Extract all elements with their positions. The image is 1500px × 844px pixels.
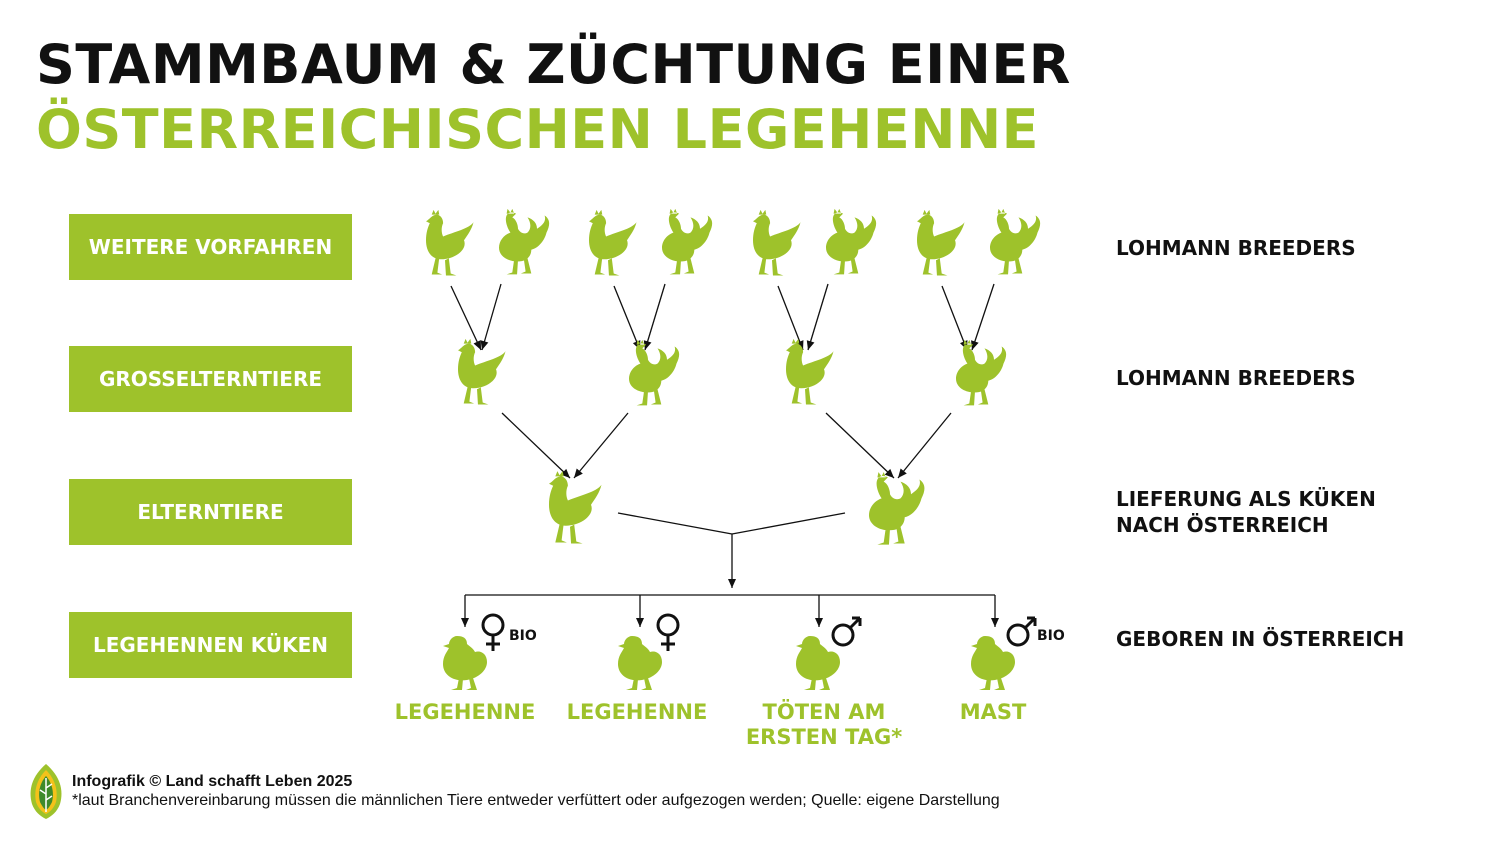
chick-outcome-legehenne: LEGEHENNE xyxy=(566,700,708,724)
ancestor-rooster-icon xyxy=(990,208,1041,275)
arrow-ancestors-to-grandparents xyxy=(777,285,804,351)
arrow-parents-to-offspring-arrowhead xyxy=(728,579,736,588)
logo-leaf-icon xyxy=(30,764,62,819)
bio-badge: BIO xyxy=(509,628,537,644)
grandparent-rooster-icon xyxy=(629,339,680,406)
arrow-ancestors-to-grandparents xyxy=(941,285,968,351)
arrow-ancestors-to-grandparents xyxy=(644,283,666,351)
arrow-grandparent-to-parent xyxy=(825,412,895,479)
arrow-ancestors-to-grandparents-arrowhead xyxy=(806,340,815,350)
grandparent-rooster-icon xyxy=(956,339,1007,406)
pedigree-edges xyxy=(450,283,999,627)
footer-credit: Infografik © Land schafft Leben 2025 xyxy=(72,773,353,790)
male-symbol-icon xyxy=(1006,616,1037,647)
right-label-vorfahren: LOHMANN BREEDERS xyxy=(1116,236,1356,260)
ancestor-hen-icon xyxy=(426,209,474,276)
arrow-ancestors-to-grandparents xyxy=(807,283,829,351)
right-label-grosseltern: LOHMANN BREEDERS xyxy=(1116,366,1356,390)
title-line-2: ÖSTERREICHISCHEN LEGEHENNE xyxy=(36,98,1040,161)
female-symbol-icon xyxy=(656,613,680,653)
arrow-ancestors-to-grandparents xyxy=(450,285,482,351)
chick-icon xyxy=(796,636,840,690)
grandparent-hen-icon xyxy=(786,338,834,405)
arrow-to-chick-arrowhead xyxy=(815,618,823,627)
female-symbol-icon xyxy=(481,613,505,653)
arrow-grandparent-to-parent xyxy=(501,412,571,479)
arrow-to-chick-arrowhead xyxy=(636,618,644,627)
level-label-weitere-vorfahren: WEITERE VORFAHREN xyxy=(69,214,352,280)
level-label-grosselterntiere: GROSSELTERNTIERE xyxy=(69,346,352,412)
ancestor-rooster-icon xyxy=(499,208,550,275)
right-label-eltern: LIEFERUNG ALS KÜKEN NACH ÖSTERREICH xyxy=(1116,486,1376,538)
pedigree-birds: BIO BIO xyxy=(426,208,1065,690)
arrow-grandparent-to-parent-arrowhead xyxy=(898,468,907,478)
parent-hen-icon xyxy=(549,471,602,544)
arrow-grandparent-to-parent xyxy=(897,412,952,479)
arrow-ancestors-to-grandparents xyxy=(971,283,995,351)
chick-icon xyxy=(443,636,487,690)
chick-outcome-legehenne-bio: LEGEHENNE xyxy=(394,700,536,724)
chick-icon xyxy=(618,636,662,690)
arrow-ancestors-to-grandparents-arrowhead xyxy=(643,340,652,350)
bio-badge: BIO xyxy=(1037,628,1065,644)
ancestor-rooster-icon xyxy=(826,208,877,275)
arrow-ancestors-to-grandparents xyxy=(613,285,641,351)
ancestor-hen-icon xyxy=(917,209,965,276)
chick-outcome-mast: MAST xyxy=(959,700,1027,724)
arrow-grandparent-to-parent xyxy=(573,412,629,479)
arrow-grandparent-to-parent-arrowhead xyxy=(560,468,570,478)
arrow-ancestors-to-grandparents xyxy=(481,283,502,351)
arrow-ancestors-to-grandparents-arrowhead xyxy=(480,340,489,350)
level-label-elterntiere: ELTERNTIERE xyxy=(69,479,352,545)
ancestor-hen-icon xyxy=(589,209,637,276)
right-label-eltern-line1: LIEFERUNG ALS KÜKEN xyxy=(1116,487,1376,511)
right-label-kueken: GEBOREN IN ÖSTERREICH xyxy=(1116,627,1405,651)
right-label-eltern-line2: NACH ÖSTERREICH xyxy=(1116,513,1329,537)
ancestor-hen-icon xyxy=(753,209,801,276)
title-line-1: STAMMBAUM & ZÜCHTUNG EINER xyxy=(36,33,1071,96)
chick-icon xyxy=(971,636,1015,690)
arrow-ancestors-to-grandparents-arrowhead xyxy=(473,340,481,350)
ancestor-rooster-icon xyxy=(662,208,713,275)
arrow-grandparent-to-parent-arrowhead xyxy=(884,468,894,478)
parent-rooster-icon xyxy=(869,472,925,545)
level-label-legehennen-kueken: LEGEHENNEN KÜKEN xyxy=(69,612,352,678)
line-parent-merge xyxy=(617,512,733,535)
male-symbol-icon xyxy=(831,616,862,647)
arrow-to-chick-arrowhead xyxy=(991,618,999,627)
arrow-ancestors-to-grandparents-arrowhead xyxy=(971,340,979,350)
line-parent-merge xyxy=(731,512,846,535)
footer-note: *laut Branchenvereinbarung müssen die mä… xyxy=(72,792,1000,809)
arrow-to-chick-arrowhead xyxy=(461,618,469,627)
arrow-grandparent-to-parent-arrowhead xyxy=(574,468,583,478)
